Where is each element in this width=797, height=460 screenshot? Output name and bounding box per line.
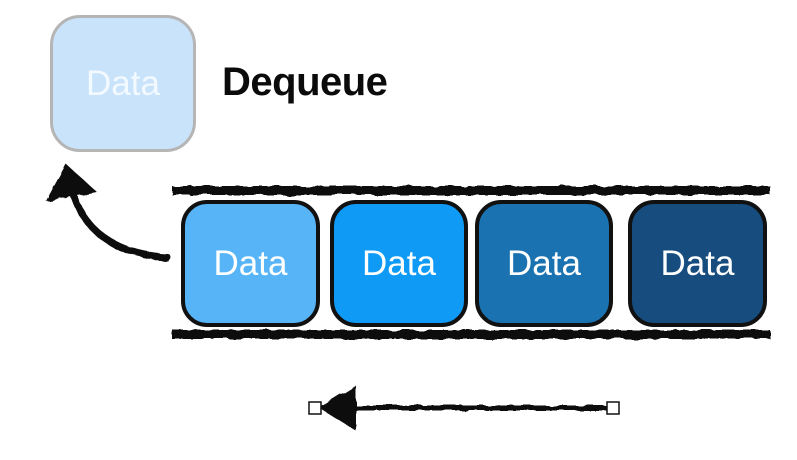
diagram-title: Dequeue <box>222 60 388 104</box>
selection-handle-left[interactable] <box>308 401 322 415</box>
queue-item-1[interactable]: Data <box>181 200 320 327</box>
queue-item-label: Data <box>660 243 735 283</box>
selection-handle-right[interactable] <box>606 401 620 415</box>
dequeued-data-label: Data <box>86 63 160 103</box>
queue-item-3[interactable]: Data <box>475 200 613 327</box>
queue-item-4[interactable]: Data <box>628 200 767 327</box>
dequeue-arrow[interactable] <box>46 164 171 261</box>
dequeued-data-box[interactable]: Data <box>50 15 196 152</box>
flow-direction-arrowhead <box>319 385 356 431</box>
dequeue-arrow-shaft <box>70 192 171 261</box>
queue-item-label: Data <box>362 243 436 283</box>
flow-direction-arrow[interactable] <box>319 385 609 431</box>
dequeue-arrowhead <box>46 164 97 201</box>
queue-item-label: Data <box>507 243 581 283</box>
queue-bottom-rail[interactable] <box>172 330 770 339</box>
queue-item-2[interactable]: Data <box>330 200 468 327</box>
queue-item-label: Data <box>213 243 288 283</box>
queue-top-rail[interactable] <box>172 186 770 195</box>
